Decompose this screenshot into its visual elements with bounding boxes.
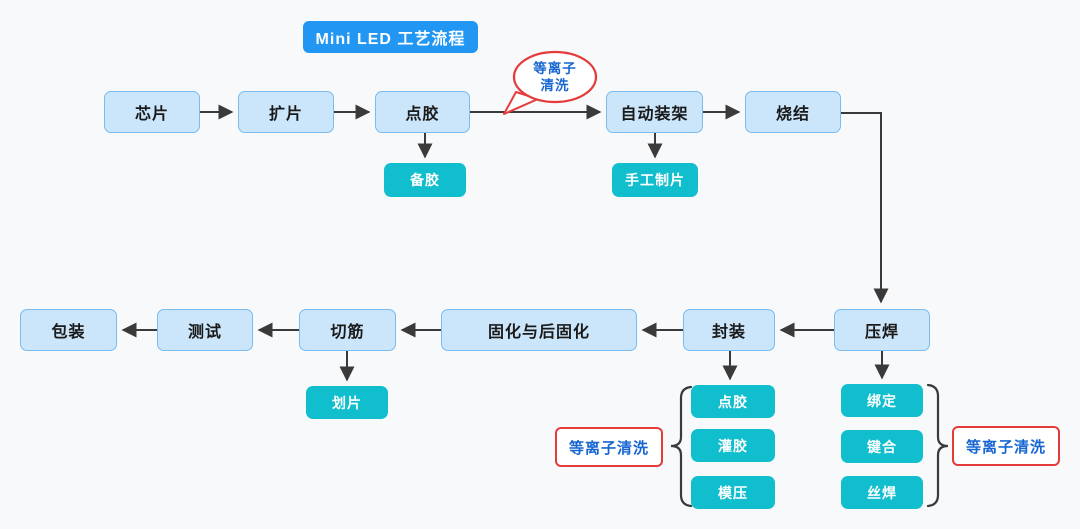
node-encapsulate: 封装 [683, 309, 775, 351]
plasma-label-right: 等离子清洗 [952, 426, 1060, 466]
plasma-bubble-line1: 等离子 [533, 61, 577, 76]
node-test: 测试 [157, 309, 253, 351]
node-fill-glue: 灌胶 [691, 429, 775, 462]
node-expand: 扩片 [238, 91, 334, 133]
node-prepare-glue: 备胶 [384, 163, 466, 197]
node-sinter: 烧结 [745, 91, 841, 133]
node-trim: 切筋 [299, 309, 396, 351]
node-manual-sheet: 手工制片 [612, 163, 698, 197]
right-cluster-brace [926, 383, 949, 508]
node-weld: 压焊 [834, 309, 930, 351]
node-mold: 模压 [691, 476, 775, 509]
plasma-bubble-label: 等离子 清洗 [515, 59, 595, 95]
edge-sinter-to-weld [841, 112, 889, 304]
left-cluster-brace [670, 385, 693, 508]
node-auto-mount: 自动装架 [606, 91, 703, 133]
node-chip: 芯片 [104, 91, 200, 133]
node-encap-dispense: 点胶 [691, 385, 775, 418]
node-wire-weld: 丝焊 [841, 476, 923, 509]
node-cure: 固化与后固化 [441, 309, 637, 351]
node-bind: 绑定 [841, 384, 923, 417]
plasma-bubble-ellipse [512, 50, 598, 104]
node-package: 包装 [20, 309, 117, 351]
plasma-bubble-line2: 清洗 [540, 78, 570, 93]
node-bond: 键合 [841, 430, 923, 463]
plasma-label-left: 等离子清洗 [555, 427, 663, 467]
node-dispense: 点胶 [375, 91, 470, 133]
node-scribe: 划片 [306, 386, 388, 419]
diagram-title: Mini LED 工艺流程 [303, 21, 478, 53]
